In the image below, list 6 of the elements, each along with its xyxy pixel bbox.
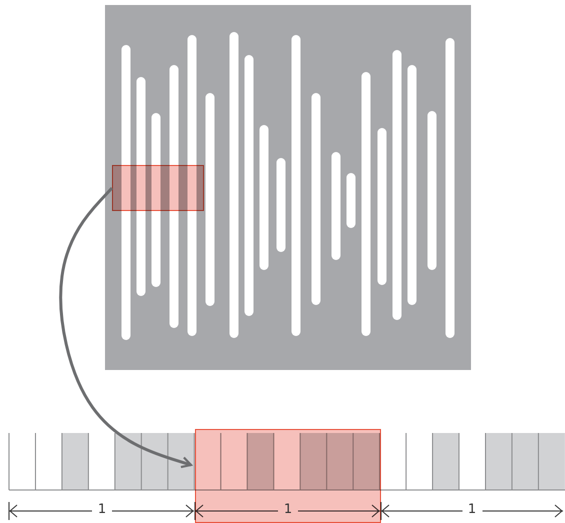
curved-arrow <box>59 186 192 468</box>
highlight-region <box>195 429 381 523</box>
dimension-label: 1 <box>96 503 108 517</box>
dimension-label: 1 <box>282 503 294 517</box>
dimension-label: 1 <box>466 503 478 517</box>
selection-rectangle <box>112 165 204 211</box>
